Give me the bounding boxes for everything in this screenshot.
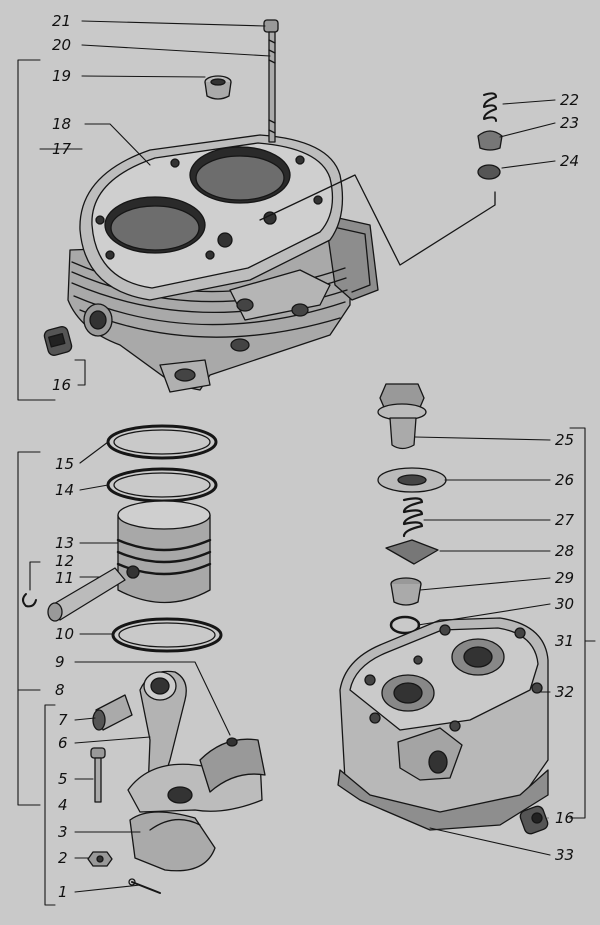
- label-20: 20: [52, 36, 72, 54]
- label-10: 10: [55, 625, 75, 643]
- label-18: 18: [52, 115, 72, 133]
- valve-spring-22-24: [259, 92, 503, 266]
- label-26: 26: [555, 471, 575, 489]
- label-16-lower: 16: [555, 809, 575, 827]
- label-3: 3: [58, 823, 68, 841]
- valve-seat-29: [390, 577, 422, 606]
- bearing-shell-9: [199, 737, 266, 793]
- label-14: 14: [55, 481, 75, 499]
- bolt-5: [90, 747, 106, 803]
- washer-26: [377, 467, 447, 493]
- label-21: 21: [52, 12, 72, 30]
- label-6: 6: [58, 734, 68, 752]
- nut-2: [87, 851, 113, 867]
- label-15: 15: [55, 455, 75, 473]
- label-8: 8: [55, 681, 65, 699]
- cylinder-block: [67, 134, 379, 393]
- label-22: 22: [560, 91, 580, 109]
- label-1: 1: [58, 883, 68, 901]
- label-7: 7: [58, 711, 68, 729]
- circlip-12: [22, 593, 37, 608]
- leader-lines: [17, 20, 596, 906]
- label-24: 24: [560, 152, 580, 170]
- plug-16-lower: [519, 805, 549, 835]
- label-16-upper: 16: [52, 376, 72, 394]
- cotter-pin-1: [128, 878, 161, 894]
- gasket-33: [337, 769, 549, 831]
- bushing-7: [92, 694, 133, 731]
- valve-bolt-25: [377, 383, 427, 450]
- cylinder-head-body: [339, 617, 549, 821]
- label-19: 19: [52, 67, 72, 85]
- label-9: 9: [55, 653, 65, 671]
- label-12: 12: [55, 552, 75, 570]
- label-13: 13: [55, 534, 75, 552]
- label-31: 31: [555, 632, 575, 650]
- bushing-19: [204, 75, 232, 100]
- stud-20-nut-21: [263, 19, 279, 143]
- label-5: 5: [58, 770, 68, 788]
- label-30: 30: [555, 595, 575, 613]
- piston-pin-11: [47, 567, 126, 622]
- plug-16-upper: [43, 326, 73, 356]
- label-33: 33: [555, 846, 575, 864]
- label-32: 32: [555, 683, 575, 701]
- label-27: 27: [555, 511, 575, 529]
- rod-cap-3: [129, 811, 216, 872]
- label-29: 29: [555, 569, 575, 587]
- spring-27: [402, 497, 424, 538]
- label-4: 4: [58, 796, 68, 814]
- label-25: 25: [555, 431, 575, 449]
- valve-plate-28: [385, 539, 439, 565]
- piston-13: [116, 500, 212, 604]
- label-2: 2: [58, 849, 68, 867]
- label-11: 11: [55, 569, 75, 587]
- label-17: 17: [52, 140, 72, 158]
- label-28: 28: [555, 542, 575, 560]
- label-23: 23: [560, 114, 580, 132]
